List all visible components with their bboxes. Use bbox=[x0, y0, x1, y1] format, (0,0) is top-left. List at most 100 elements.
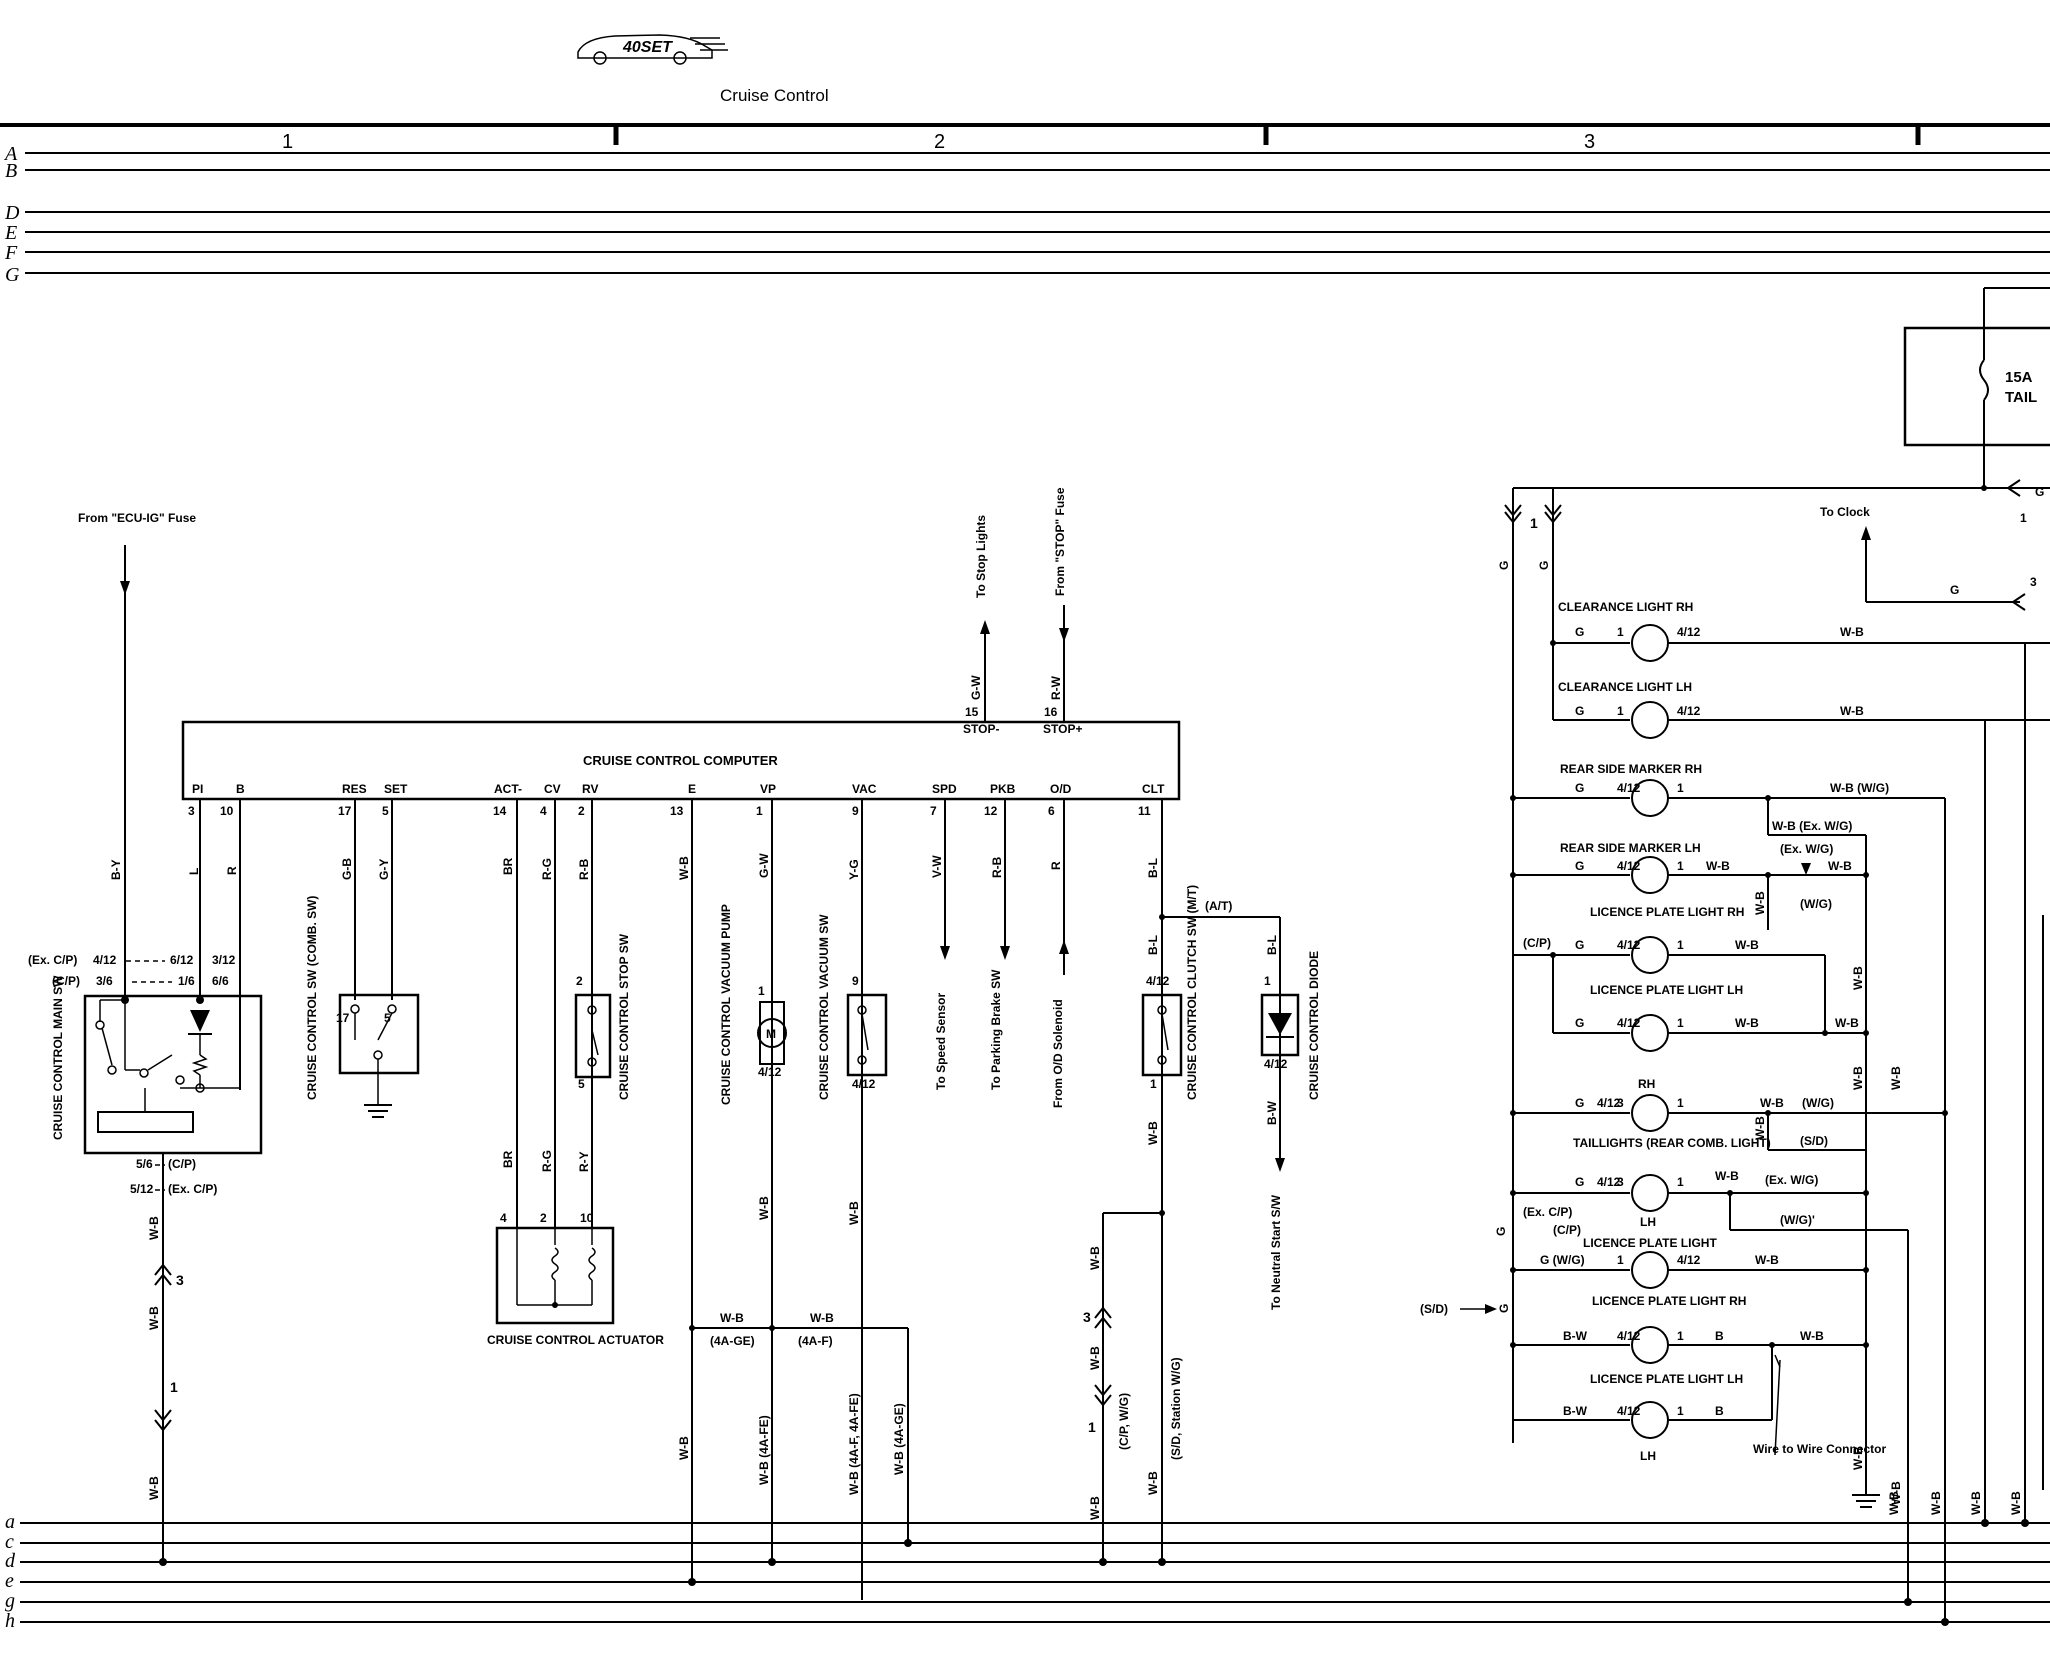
ecu-pin-labels: PI B RES SET ACT- CV RV E VP VAC SPD PKB… bbox=[188, 782, 1165, 818]
svg-text:W-B (4A-F, 4A-FE): W-B (4A-F, 4A-FE) bbox=[847, 1393, 861, 1495]
svg-text:4/12: 4/12 bbox=[1597, 1096, 1621, 1110]
svg-text:(S/D): (S/D) bbox=[1420, 1302, 1448, 1316]
svg-text:W-B: W-B bbox=[1088, 1346, 1102, 1370]
svg-text:B: B bbox=[1715, 1404, 1724, 1418]
svg-text:ACT-: ACT- bbox=[494, 782, 522, 796]
svg-text:(4A-GE): (4A-GE) bbox=[710, 1334, 755, 1348]
svg-text:3: 3 bbox=[1617, 1096, 1624, 1110]
svg-text:To Clock: To Clock bbox=[1820, 505, 1870, 519]
svg-text:4/12: 4/12 bbox=[1617, 859, 1641, 873]
svg-text:B-W: B-W bbox=[1265, 1100, 1279, 1125]
svg-text:B: B bbox=[1715, 1329, 1724, 1343]
ecu-top-pins: STOP- 15 STOP+ 16 G-W R-W To Stop Lights… bbox=[963, 487, 1082, 736]
actuator-group: BR R-G R-B 2 5 CRUISE CONTROL STOP SW BR… bbox=[487, 799, 664, 1347]
svg-text:W-B: W-B bbox=[810, 1311, 834, 1325]
svg-text:W-B: W-B bbox=[720, 1311, 744, 1325]
svg-text:7: 7 bbox=[930, 804, 937, 818]
svg-text:M: M bbox=[766, 1027, 776, 1041]
svg-text:(Ex. C/P): (Ex. C/P) bbox=[1523, 1205, 1572, 1219]
svg-text:(C/P, W/G): (C/P, W/G) bbox=[1117, 1393, 1131, 1450]
svg-text:1: 1 bbox=[1677, 938, 1684, 952]
svg-text:G: G bbox=[1950, 583, 1959, 597]
svg-text:PKB: PKB bbox=[990, 782, 1016, 796]
svg-text:4/12: 4/12 bbox=[1617, 938, 1641, 952]
svg-text:RH: RH bbox=[1638, 1077, 1655, 1091]
svg-text:W-B: W-B bbox=[1706, 859, 1730, 873]
svg-text:B-W: B-W bbox=[1563, 1329, 1588, 1343]
svg-text:5/12: 5/12 bbox=[130, 1182, 154, 1196]
svg-text:(Ex. W/G): (Ex. W/G) bbox=[1765, 1173, 1818, 1187]
svg-text:W-B: W-B bbox=[1851, 1066, 1865, 1090]
main-sw-label: CRUISE CONTROL MAIN SW bbox=[51, 975, 65, 1140]
svg-text:1: 1 bbox=[2020, 511, 2027, 525]
svg-text:L: L bbox=[187, 868, 201, 875]
svg-text:TAIL: TAIL bbox=[2005, 389, 2037, 406]
svg-text:(S/D): (S/D) bbox=[1800, 1134, 1828, 1148]
svg-text:RV: RV bbox=[582, 782, 598, 796]
svg-text:LICENCE PLATE LIGHT: LICENCE PLATE LIGHT bbox=[1583, 1236, 1717, 1250]
svg-text:4: 4 bbox=[540, 804, 547, 818]
svg-text:W-B: W-B bbox=[147, 1306, 161, 1330]
svg-text:4/12: 4/12 bbox=[1264, 1057, 1288, 1071]
svg-text:W-B: W-B bbox=[1760, 1096, 1784, 1110]
svg-text:3/6: 3/6 bbox=[96, 974, 113, 988]
svg-text:BR: BR bbox=[501, 1150, 515, 1168]
bus-label: F bbox=[4, 242, 18, 264]
svg-text:1: 1 bbox=[1677, 1329, 1684, 1343]
from-od-solenoid: From O/D Solenoid bbox=[1051, 999, 1065, 1108]
svg-text:G (W/G): G (W/G) bbox=[1540, 1253, 1585, 1267]
svg-text:G: G bbox=[1575, 625, 1584, 639]
svg-text:W-B: W-B bbox=[1800, 1329, 1824, 1343]
svg-text:W-B (4A-FE): W-B (4A-FE) bbox=[757, 1415, 771, 1485]
vacuum-group: W-B G-W 1 M 4/12 CRUISE CONTROL VACUUM P… bbox=[677, 799, 912, 1600]
svg-text:4/12: 4/12 bbox=[1677, 625, 1701, 639]
lights-group: 1 G G To Clock G 3 G 1 CLEARANCE LIGHT R… bbox=[1420, 479, 2050, 1626]
svg-text:5: 5 bbox=[578, 1077, 585, 1091]
vacuum-pump-label: CRUISE CONTROL VACUUM PUMP bbox=[719, 904, 733, 1105]
bus-label: d bbox=[5, 1550, 16, 1572]
svg-text:1: 1 bbox=[1677, 1016, 1684, 1030]
svg-text:1: 1 bbox=[1617, 704, 1624, 718]
svg-text:(W/G): (W/G) bbox=[1800, 897, 1832, 911]
svg-text:W-B: W-B bbox=[1828, 859, 1852, 873]
svg-text:(A/T): (A/T) bbox=[1205, 899, 1232, 913]
bus-label: a bbox=[5, 1511, 15, 1533]
actuator-label: CRUISE CONTROL ACTUATOR bbox=[487, 1333, 664, 1347]
svg-text:R: R bbox=[225, 866, 239, 875]
svg-text:G: G bbox=[2035, 485, 2044, 499]
svg-text:4/12: 4/12 bbox=[1617, 1329, 1641, 1343]
svg-text:LICENCE PLATE LIGHT LH: LICENCE PLATE LIGHT LH bbox=[1590, 1372, 1743, 1386]
svg-text:4/12: 4/12 bbox=[1617, 1016, 1641, 1030]
svg-text:13: 13 bbox=[670, 804, 684, 818]
svg-text:6/6: 6/6 bbox=[212, 974, 229, 988]
svg-text:4/12: 4/12 bbox=[1617, 781, 1641, 795]
svg-text:3: 3 bbox=[1083, 1309, 1091, 1325]
vacuum-sw-label: CRUISE CONTROL VACUUM SW bbox=[817, 914, 831, 1100]
svg-text:LICENCE PLATE LIGHT LH: LICENCE PLATE LIGHT LH bbox=[1590, 983, 1743, 997]
svg-text:G: G bbox=[1497, 561, 1511, 570]
svg-text:5/6: 5/6 bbox=[136, 1157, 153, 1171]
dest-label: From "STOP" Fuse bbox=[1053, 487, 1067, 596]
svg-text:1: 1 bbox=[170, 1379, 178, 1395]
svg-text:W-B: W-B bbox=[1146, 1471, 1160, 1495]
to-speed-sensor: To Speed Sensor bbox=[934, 993, 948, 1090]
bus-label: c bbox=[5, 1531, 14, 1553]
svg-text:6: 6 bbox=[1048, 804, 1055, 818]
clutch-sw-label: CRUISE CONTROL CLUTCH SW (M/T) bbox=[1185, 885, 1199, 1100]
svg-text:3: 3 bbox=[1617, 1175, 1624, 1189]
from-fuse-label: From "ECU-IG" Fuse bbox=[78, 511, 196, 525]
svg-text:2: 2 bbox=[578, 804, 585, 818]
svg-text:G-B: G-B bbox=[340, 858, 354, 880]
bus-label: A bbox=[3, 143, 18, 165]
svg-text:G: G bbox=[1497, 1304, 1511, 1313]
svg-text:5: 5 bbox=[382, 804, 389, 818]
svg-text:W-B (Ex. W/G): W-B (Ex. W/G) bbox=[1772, 819, 1852, 833]
svg-text:12: 12 bbox=[984, 804, 998, 818]
svg-text:3: 3 bbox=[176, 1272, 184, 1288]
svg-text:VP: VP bbox=[760, 782, 776, 796]
svg-text:(Ex. W/G): (Ex. W/G) bbox=[1780, 842, 1833, 856]
svg-text:1: 1 bbox=[1617, 625, 1624, 639]
column-number: 1 bbox=[282, 131, 293, 153]
svg-text:W-B: W-B bbox=[1088, 1246, 1102, 1270]
tail-fuse-box: 15A TAIL bbox=[1903, 287, 2050, 488]
